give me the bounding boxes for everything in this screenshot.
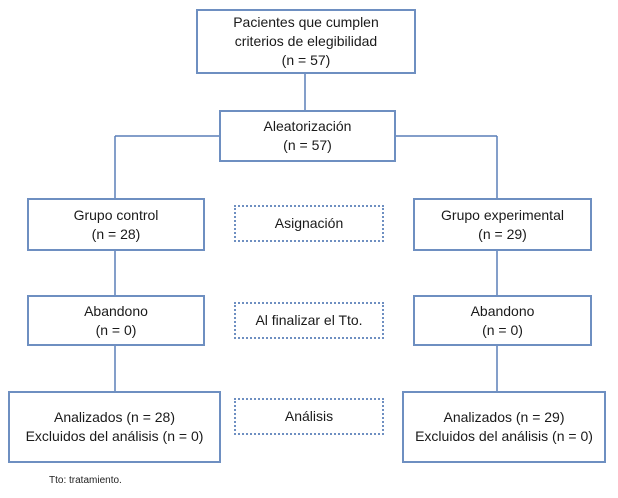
stage-end-treatment-label: Al finalizar el Tto.: [255, 312, 363, 328]
stage-end-treatment-box: Al finalizar el Tto.: [234, 302, 384, 339]
experimental-analyzed-line-1: Analizados (n = 29): [443, 409, 565, 425]
experimental-dropout-line-2: (n = 0): [482, 321, 523, 338]
stage-analysis-box: Análisis: [234, 398, 384, 435]
control-group-line-2: (n = 28): [91, 225, 141, 242]
control-analyzed-line-1: Analizados (n = 28): [53, 409, 176, 425]
control-dropout-line-1: Abandono: [84, 302, 148, 319]
eligible-line-3: (n = 57): [281, 52, 331, 68]
control-dropout-line-2: (n = 0): [95, 321, 137, 338]
experimental-group-line-1: Grupo experimental: [441, 206, 564, 223]
control-analyzed-line-2: Excluidos del análisis (n = 0): [25, 428, 204, 444]
control-analyzed-box: Analizados (n = 28) Excluidos del anális…: [8, 391, 221, 463]
eligible-box: Pacientes que cumplen criterios de elegi…: [196, 9, 416, 74]
stage-assignment-label: Asignación: [274, 215, 344, 231]
experimental-dropout-line-1: Abandono: [470, 302, 535, 319]
experimental-group-box: Grupo experimental (n = 29): [413, 198, 592, 251]
control-group-box: Grupo control (n = 28): [27, 198, 205, 251]
eligible-line-2: criterios de elegibilidad: [234, 33, 378, 49]
footnote: Tto: tratamiento.: [49, 475, 122, 486]
stage-assignment-box: Asignación: [234, 205, 384, 242]
randomization-box: Aleatorización (n = 57): [219, 110, 396, 162]
eligible-line-1: Pacientes que cumplen: [233, 14, 379, 30]
experimental-analyzed-line-2: Excluidos del análisis (n = 0): [415, 428, 593, 444]
randomization-line-2: (n = 57): [283, 137, 332, 153]
experimental-analyzed-box: Analizados (n = 29) Excluidos del anális…: [402, 391, 606, 463]
experimental-group-line-2: (n = 29): [478, 225, 527, 242]
experimental-dropout-box: Abandono (n = 0): [413, 295, 592, 346]
control-dropout-box: Abandono (n = 0): [27, 295, 205, 346]
control-group-line-1: Grupo control: [73, 206, 159, 223]
randomization-line-1: Aleatorización: [263, 118, 352, 134]
stage-analysis-label: Análisis: [284, 408, 334, 424]
